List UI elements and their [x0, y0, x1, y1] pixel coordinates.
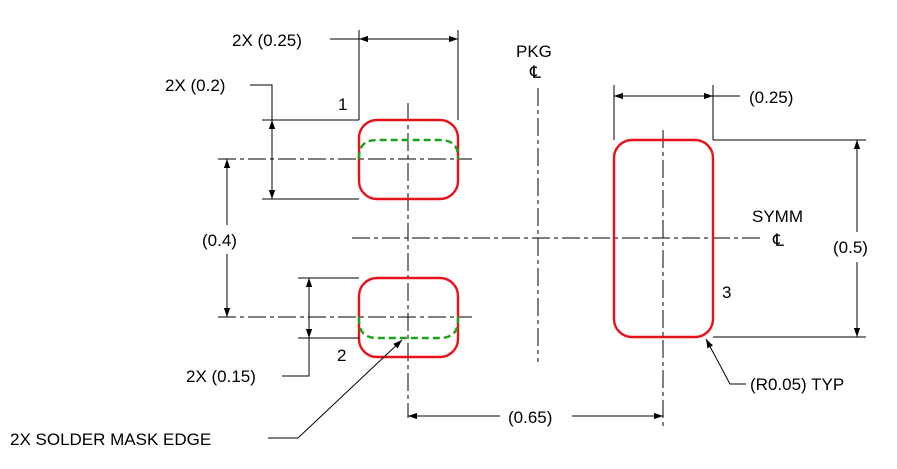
- solder-mask-edge-1: [357, 138, 460, 159]
- symm-centerline-symbol: ℄: [772, 231, 784, 250]
- dim-label-pitch: (0.4): [202, 231, 237, 250]
- mask-edge-label: 2X SOLDER MASK EDGE: [10, 430, 211, 449]
- dim-label-h-small: 2X (0.2): [165, 76, 225, 95]
- leader-line: [282, 338, 310, 377]
- pkg-label: PKG: [516, 42, 552, 61]
- pkg-centerline-symbol: ℄: [529, 63, 541, 82]
- leader-line: [250, 84, 273, 120]
- pin-1-label: 1: [338, 95, 347, 114]
- symm-label: SYMM: [752, 207, 803, 226]
- dim-label-h-large: (0.5): [833, 238, 868, 257]
- pin-2-label: 2: [337, 346, 346, 365]
- dim-label-offset: (0.65): [508, 408, 552, 427]
- pad-3: [612, 138, 715, 339]
- mask-edge-leader: [268, 339, 403, 439]
- solder-mask-edge-2: [357, 317, 460, 340]
- radius-leader: [705, 338, 746, 385]
- dim-label-w-small: 2X (0.25): [232, 31, 302, 50]
- dim-label-h-mask: 2X (0.15): [186, 367, 256, 386]
- radius-label: (R0.05) TYP: [750, 375, 844, 394]
- pad-1: [357, 118, 460, 201]
- pin-3-label: 3: [722, 283, 731, 302]
- dim-label-w-large: (0.25): [749, 88, 793, 107]
